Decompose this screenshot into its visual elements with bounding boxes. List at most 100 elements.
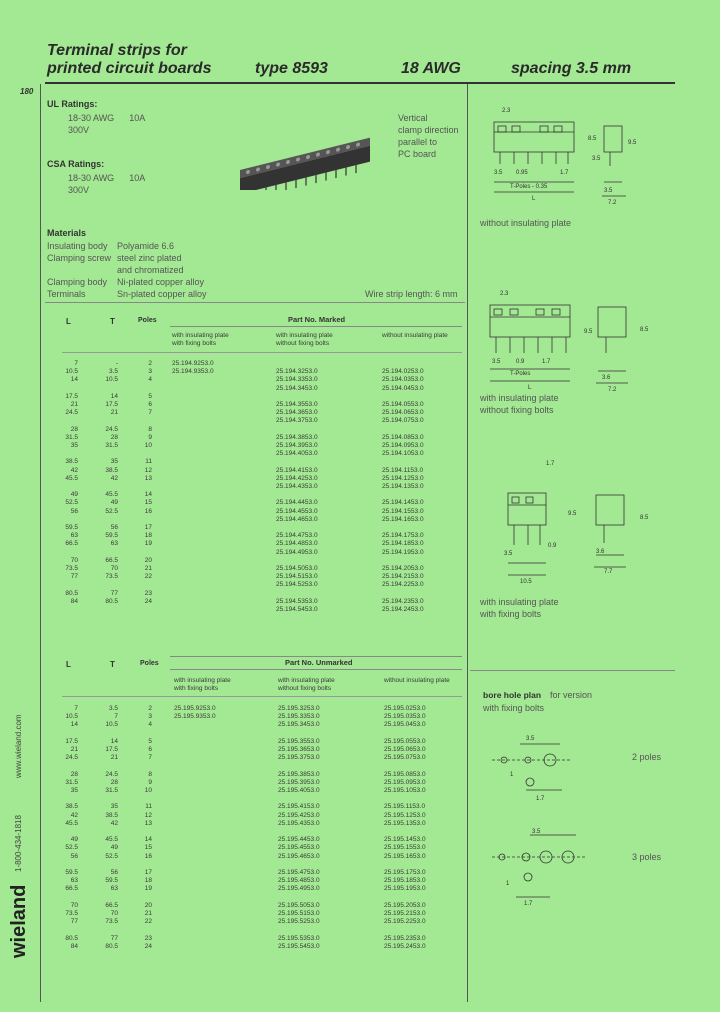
footer-web: www.wieland.com <box>14 714 23 778</box>
drawing-with-plate-without-bolts: 2.3 3.5 0.9 1.7 T-Poles L 3.6 7.2 9.5 8.… <box>489 291 649 393</box>
unmarked-part-with-bolts: 25.195.9253.0 25.195.9353.0 <box>174 705 216 721</box>
d2-dim-h2: 8.5 <box>640 327 649 333</box>
d3-dim-36: 3.6 <box>596 549 605 555</box>
drawing-with-plate-with-bolts: 1.7 3.5 0.9 10.5 3.6 7.7 9.5 8.5 <box>504 461 649 585</box>
material-label-1: Clamping screw <box>47 253 112 263</box>
marked-part-no-heading: Part No. Marked <box>288 315 346 324</box>
title-awg: 18 AWG <box>401 60 461 77</box>
footer-phone: 1-800-434-1818 <box>14 815 23 872</box>
unmarked-sub-rule <box>62 696 462 697</box>
d2-dim-h1: 9.5 <box>584 329 593 335</box>
marked-l-column: 7 10.5 14 17.5 21 24.5 28 31.5 35 38.5 4… <box>65 360 78 605</box>
unmarked-part-no-heading: Part No. Unmarked <box>285 658 353 667</box>
marked-part-without-plate: 25.194.0253.0 25.194.0353.0 25.194.0453.… <box>382 368 424 614</box>
ul-line2: 300V <box>68 125 90 135</box>
title-line1: Terminal strips for <box>47 42 187 59</box>
marked-t-column: - 3.5 10.5 14 17.5 21 24.5 28 31.5 35 38… <box>105 360 118 605</box>
d2-dim-l: L <box>528 385 532 391</box>
marked-header-rule <box>170 326 462 327</box>
ul-line1: 18-30 AWG 10A <box>68 113 146 123</box>
clamp-note-line2: clamp direction <box>398 125 459 135</box>
drawing3-caption: with insulating plate with fixing bolts <box>480 597 559 619</box>
title-spacing: spacing 3.5 mm <box>511 60 632 77</box>
d1-dim-095: 0.95 <box>516 170 528 176</box>
bore-plan-2-poles: 3.5 1 1.7 <box>492 736 570 802</box>
unmarked-sub2: with insulating plate without fixing bol… <box>278 677 335 693</box>
material-label-4: Terminals <box>47 289 86 299</box>
clamp-note-line4: PC board <box>398 149 437 159</box>
d1-dim-len: T-Poles - 0.35 <box>510 184 548 190</box>
d3-dim-top: 1.7 <box>546 461 555 467</box>
bore-heading: bore hole plan <box>483 690 542 700</box>
d1-dim-h3: 3.5 <box>592 156 601 162</box>
d3-dim-77: 7.7 <box>604 569 613 575</box>
d1-dim-top: 2.3 <box>502 108 511 114</box>
d2-dim-36: 3.6 <box>602 375 611 381</box>
d2-dim-len: T-Poles <box>510 371 530 377</box>
ul-heading: UL Ratings: <box>47 99 98 109</box>
unmarked-part-without-bolts: 25.195.3253.0 25.195.3353.0 25.195.3453.… <box>278 705 320 950</box>
csa-line2: 300V <box>68 185 90 195</box>
terminal-strip-illustration <box>240 137 370 190</box>
title-line2: printed circuit boards <box>47 60 212 77</box>
d2-dim-09: 0.9 <box>516 359 525 365</box>
marked-part-with-bolts: 25.194.9253.0 25.194.9353.0 <box>172 360 214 376</box>
title-rule <box>45 82 675 84</box>
marked-sub-rule <box>62 352 462 353</box>
drawing2-caption: with insulating plate without fixing bol… <box>480 393 559 415</box>
bore3-dim-1: 1 <box>506 881 510 887</box>
bore3-dim-35: 3.5 <box>532 829 541 835</box>
bore-sub: for version <box>550 690 593 700</box>
clamp-note-line3: parallel to <box>398 137 438 147</box>
d2-dim-72: 7.2 <box>608 387 617 393</box>
d2-dim-35: 3.5 <box>492 359 501 365</box>
bore-2poles-label: 2 poles <box>632 752 662 762</box>
material-value-3: Ni-plated copper alloy <box>117 277 205 287</box>
d1-dim-35: 3.5 <box>604 188 613 194</box>
marked-sub1: with insulating plate with fixing bolts <box>172 332 229 348</box>
material-value-1: steel zinc plated <box>117 253 182 263</box>
material-label-0: Insulating body <box>47 241 108 251</box>
unmarked-col-l: L <box>66 660 71 669</box>
unmarked-poles-column: 2 3 4 5 6 7 8 9 10 11 12 13 14 15 16 17 … <box>144 705 152 950</box>
bore-sub2: with fixing bolts <box>483 703 545 713</box>
material-value-2: and chromatized <box>117 265 184 275</box>
bore-plan-3-poles: 3.5 1 1.7 <box>492 829 586 907</box>
marked-poles-column: 2 3 4 5 6 7 8 9 10 11 12 13 14 15 16 17 … <box>144 360 152 605</box>
d1-dim-h2: 9.5 <box>628 140 637 146</box>
csa-heading: CSA Ratings: <box>47 159 105 169</box>
marked-part-without-bolts: 25.194.3253.0 25.194.3353.0 25.194.3453.… <box>276 368 318 614</box>
clamp-note-line1: Vertical <box>398 113 428 123</box>
d1-dim-17: 1.7 <box>560 170 569 176</box>
material-label-3: Clamping body <box>47 277 108 287</box>
title-type: type 8593 <box>255 60 328 77</box>
marked-sub2: with insulating plate without fixing bol… <box>276 332 333 348</box>
bore-3poles-label: 3 poles <box>632 852 662 862</box>
marked-col-l: L <box>66 317 71 326</box>
d3-dim-h2: 8.5 <box>640 515 649 521</box>
unmarked-col-poles: Poles <box>140 660 159 667</box>
unmarked-col-t: T <box>110 660 115 669</box>
strip-length: Wire strip length: 6 mm <box>365 289 458 299</box>
bore2-dim-35: 3.5 <box>526 736 535 742</box>
d1-dim-72: 7.2 <box>608 200 617 206</box>
d2-dim-top: 2.3 <box>500 291 509 297</box>
unmarked-part-without-plate: 25.195.0253.0 25.195.0353.0 25.195.0453.… <box>384 705 426 950</box>
d3-dim-105: 10.5 <box>520 579 532 585</box>
marked-col-t: T <box>110 317 115 326</box>
bore-section-rule <box>470 670 675 671</box>
bore2-dim-17: 1.7 <box>536 796 545 802</box>
material-value-0: Polyamide 6.6 <box>117 241 175 251</box>
marked-col-poles: Poles <box>138 317 157 324</box>
drawing1-caption: without insulating plate <box>480 218 572 228</box>
d1-dim-pitch: 3.5 <box>494 170 503 176</box>
brand-logo: wieland <box>8 884 30 958</box>
bore2-dim-1: 1 <box>510 772 514 778</box>
d3-dim-09: 0.9 <box>548 543 557 549</box>
unmarked-l-column: 7 10.5 14 17.5 21 24.5 28 31.5 35 38.5 4… <box>65 705 78 950</box>
d3-dim-h1: 9.5 <box>568 511 577 517</box>
csa-line1: 18-30 AWG 10A <box>68 173 146 183</box>
bore3-dim-17: 1.7 <box>524 901 533 907</box>
d3-dim-35: 3.5 <box>504 551 513 557</box>
d1-dim-l: L <box>532 196 536 202</box>
